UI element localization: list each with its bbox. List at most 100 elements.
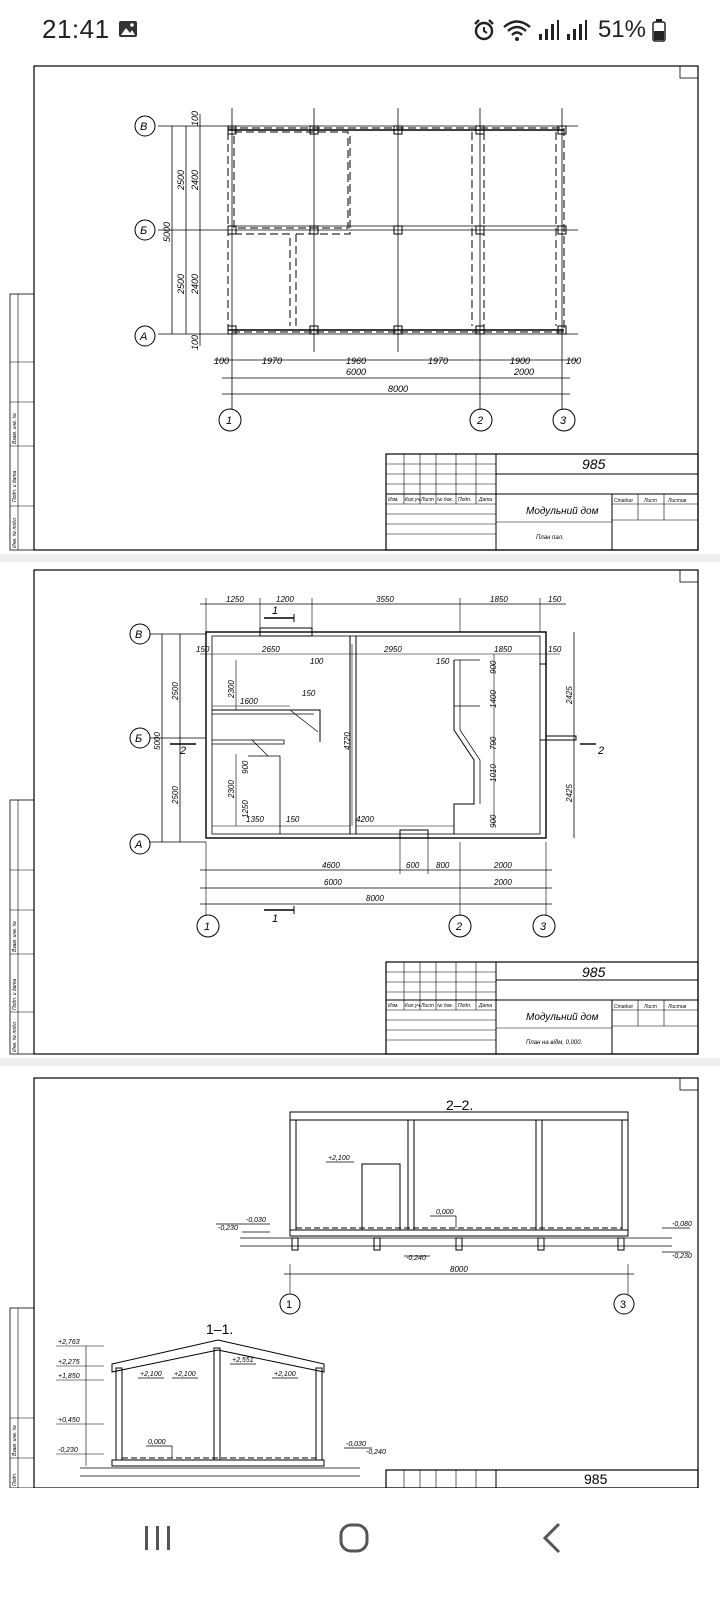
dim-label: 2400 [190, 170, 200, 191]
tb-header: Изм. [388, 1003, 399, 1009]
sheet-name: План пал. [536, 535, 564, 541]
dim-label: 2500 [171, 682, 180, 701]
tb-header: Лист [643, 1004, 657, 1010]
project-name: Модульний дом [526, 1012, 599, 1023]
dim-label: 150 [548, 595, 562, 604]
drawing-code: 985 [582, 456, 606, 472]
dim-label: 2425 [565, 784, 574, 803]
tb-header: Лист [420, 1003, 434, 1009]
dim-label: 1250 [241, 800, 250, 818]
axis-label: 1 [204, 921, 210, 933]
dim-label: 1970 [428, 356, 448, 366]
tb-header: Подп. [458, 1003, 471, 1009]
project-name: Модульний дом [526, 506, 599, 517]
stamp-label: Инв. № подл. [12, 1021, 18, 1052]
elevation-label: -0,230 [58, 1447, 78, 1454]
dim-label: 2000 [513, 367, 534, 377]
tb-header: Листов [667, 498, 687, 504]
elevation-label: -0,230 [218, 1225, 238, 1232]
stamp-label: Взам. инв. № [12, 1424, 18, 1456]
system-icons: 51% [472, 16, 666, 44]
dim-label: 6000 [324, 878, 342, 887]
dim-label: 1960 [346, 356, 366, 366]
signal-icon [538, 20, 559, 40]
elevation-label: 0,000 [148, 1439, 166, 1446]
axis-label: 1 [286, 1299, 292, 1311]
drawing-sheet-3[interactable]: 2–2. 1–1. +2,100 -0,030 -0,230 0,000 -0,… [0, 1068, 720, 1489]
dim-label: 1600 [240, 697, 258, 706]
clock: 21:41 [42, 14, 110, 44]
dim-label: 100 [190, 111, 200, 126]
dim-label: 2500 [171, 786, 180, 805]
stamp-label: Подп. и дата [12, 978, 18, 1010]
tb-header: Листов [667, 1004, 687, 1010]
elevation-label: -0,030 [346, 1441, 366, 1448]
dim-label: 8000 [366, 894, 384, 903]
dim-label: 4720 [343, 732, 352, 750]
elevation-label: +2,275 [58, 1359, 80, 1366]
drawing-sheet-2[interactable]: В Б А 1 2 3 1250 1200 3550 1850 150 150 … [0, 564, 720, 1058]
floor-plan-drawing: В Б А 1 2 3 1250 1200 3550 1850 150 150 … [9, 569, 699, 1055]
tb-header: Подп. [458, 497, 471, 503]
section-title: 1–1. [206, 1321, 233, 1337]
tb-header: № док. [437, 1003, 453, 1009]
axis-label: В [140, 121, 147, 133]
dim-label: 150 [286, 815, 300, 824]
axis-label: А [139, 331, 147, 343]
drawing-code: 985 [584, 1471, 608, 1487]
dim-label: 100 [190, 335, 200, 350]
axis-label: 2 [476, 415, 483, 427]
section-mark: 1 [272, 605, 278, 617]
home-button[interactable] [324, 1508, 384, 1568]
dim-label: 2500 [176, 170, 186, 191]
dim-label: 900 [241, 760, 250, 774]
tb-header: Изм. [388, 497, 399, 503]
dim-label: 1250 [226, 595, 244, 604]
dim-label: 2400 [190, 274, 200, 295]
dim-label: 8000 [450, 1265, 468, 1274]
axis-label: 3 [540, 921, 547, 933]
axis-label: 3 [620, 1299, 626, 1311]
dim-label: 100 [310, 657, 324, 666]
status-bar: 21:41 51% [0, 0, 720, 60]
dim-label: 5000 [162, 222, 172, 242]
dim-label: 1350 [246, 815, 264, 824]
elevation-label: +2,100 [174, 1371, 196, 1378]
dim-label: 2650 [261, 645, 280, 654]
separator [0, 1058, 720, 1066]
dim-label: 150 [196, 645, 210, 654]
sheet-name: План на відм. 0.000. [526, 1040, 582, 1046]
back-button[interactable] [522, 1508, 582, 1568]
dim-label: 100 [566, 356, 581, 366]
stamp-label: Подп. и дата [12, 470, 18, 502]
axis-label: А [134, 839, 142, 851]
back-icon [542, 1522, 561, 1554]
tb-header: Стадия [614, 1004, 633, 1010]
axis-label: В [135, 629, 142, 641]
dim-label: 8000 [388, 384, 408, 394]
elevation-label: +2,100 [274, 1371, 296, 1378]
dim-label: 2300 [227, 780, 236, 799]
elevation-label: +2,100 [328, 1155, 350, 1162]
dim-label: 6000 [346, 367, 366, 377]
dim-label: 3550 [376, 595, 394, 604]
stamp-label: Взам. инв. № [12, 412, 18, 444]
elevation-label: 0,000 [436, 1209, 454, 1216]
drawing-sheet-1[interactable]: В Б А 1 2 3 2500 2500 5000 2400 2400 100… [0, 62, 720, 554]
dim-label: 4200 [356, 815, 374, 824]
stamp-label: Взам. инв. № [12, 920, 18, 952]
elevation-label: -0,240 [406, 1255, 426, 1262]
elevation-label: +0,450 [58, 1417, 80, 1424]
axis-label: 3 [560, 415, 567, 427]
home-icon [339, 1523, 369, 1553]
dim-label: 2950 [383, 645, 402, 654]
dim-label: 900 [489, 660, 498, 674]
dim-label: 1900 [510, 356, 530, 366]
axis-label: Б [140, 225, 147, 237]
tb-header: Кол.уч. [405, 1003, 421, 1009]
elevation-label: -0,030 [246, 1217, 266, 1224]
recent-apps-button[interactable] [128, 1508, 188, 1568]
dim-label: 1970 [262, 356, 282, 366]
wifi-icon [503, 20, 531, 41]
elevation-label: -0,080 [672, 1221, 692, 1228]
